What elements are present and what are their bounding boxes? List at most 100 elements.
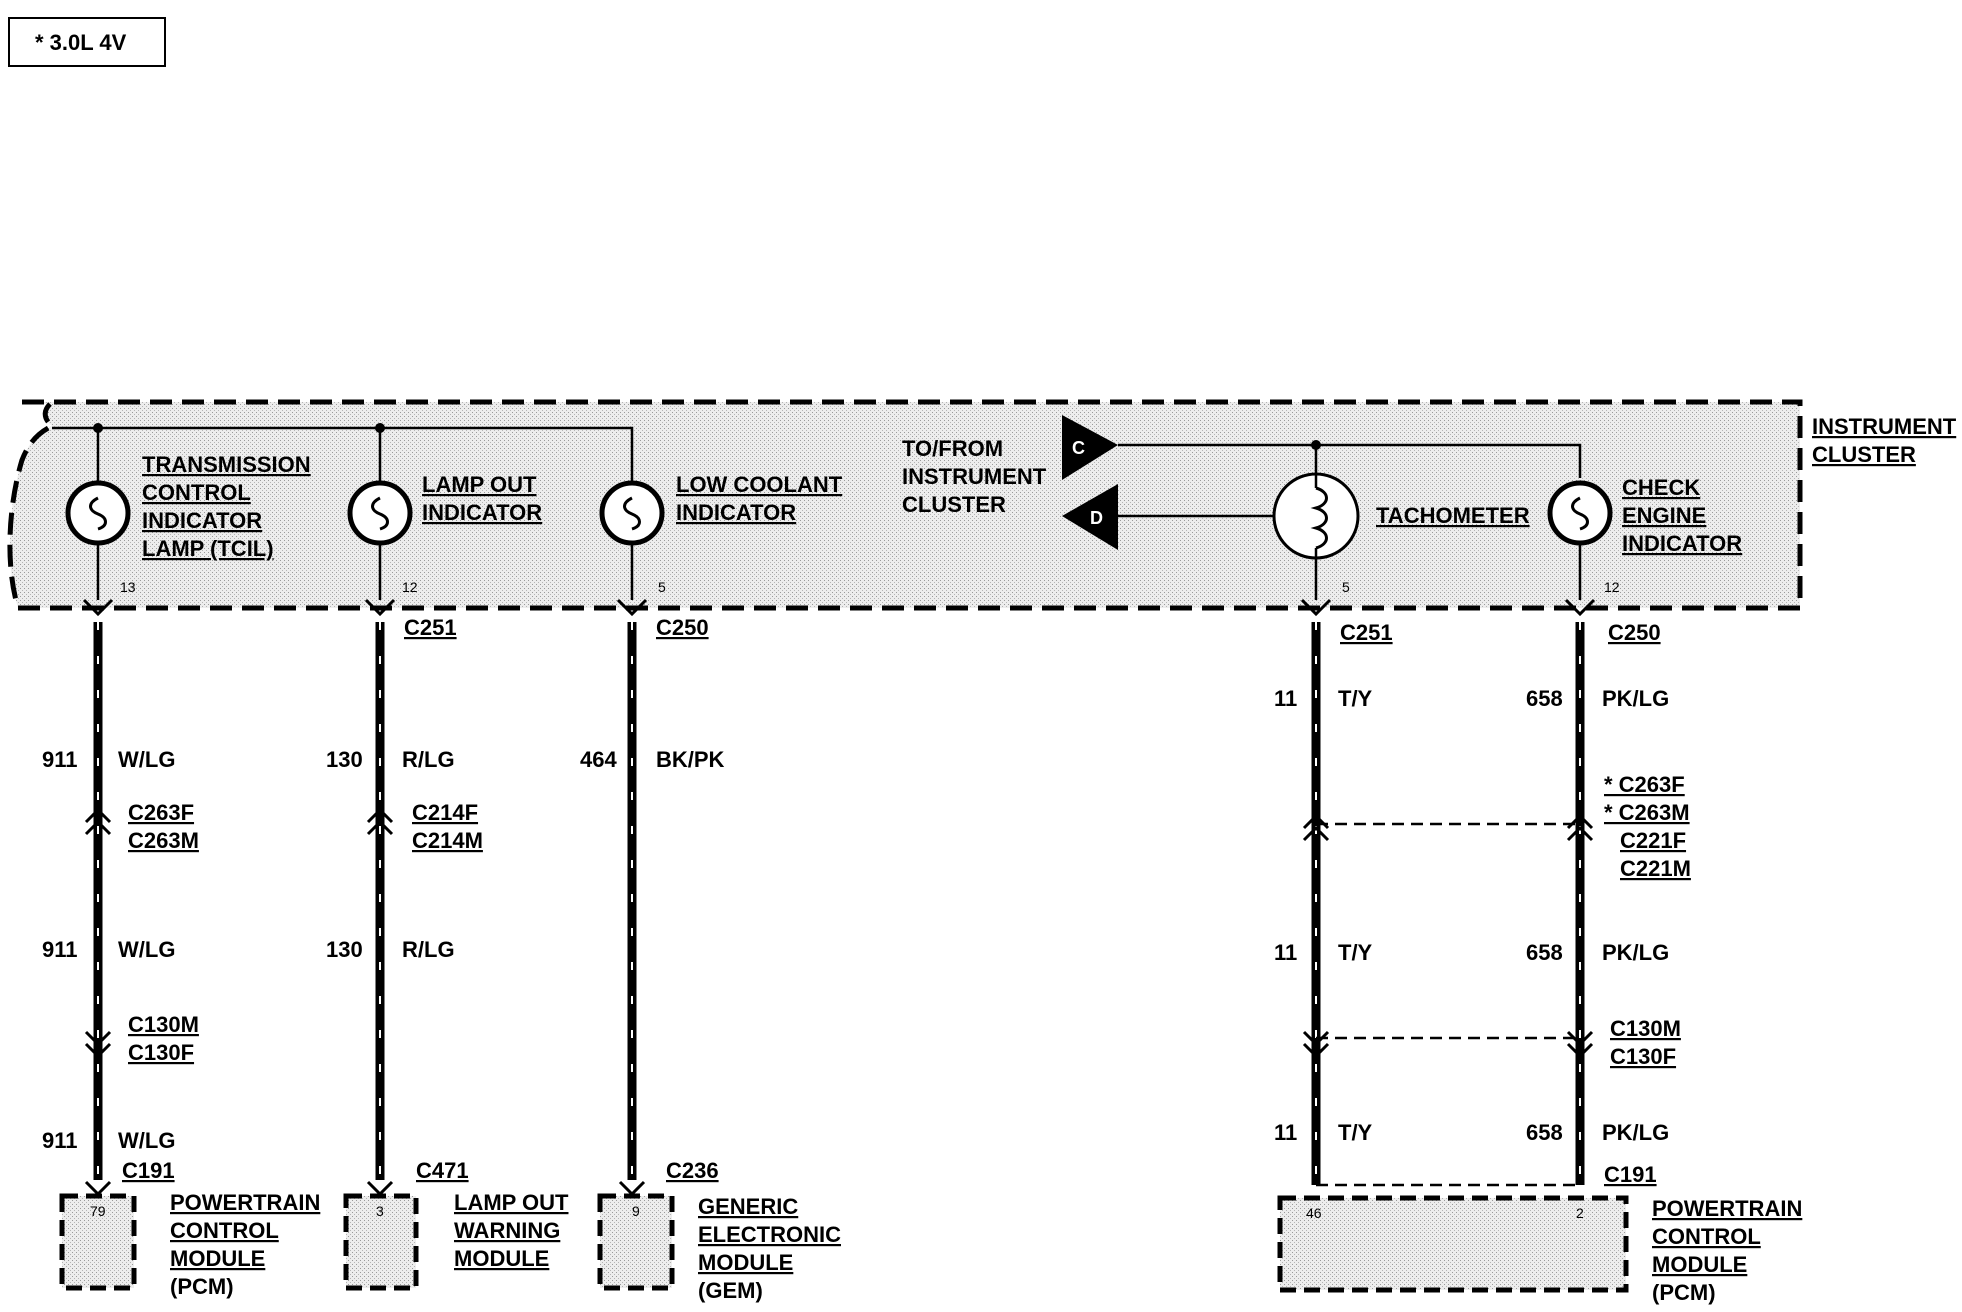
low-coolant-bulb: 5 LOW COOLANT INDICATOR bbox=[599, 472, 843, 617]
tcil-pin: 13 bbox=[120, 579, 136, 595]
wire-911-3-circuit: 911 bbox=[42, 1128, 78, 1153]
wire-911-1-circuit: 911 bbox=[42, 747, 78, 772]
to-from-label-2: INSTRUMENT bbox=[902, 464, 1047, 489]
wire-labels: 911 W/LG 911 W/LG 911 W/LG 130 R/LG 130 … bbox=[42, 686, 1669, 1153]
pcm-b-pin-right: 2 bbox=[1576, 1205, 1584, 1221]
lamp-out-module-label-1: LAMP OUT bbox=[454, 1190, 569, 1215]
flag-d bbox=[1062, 484, 1118, 550]
module-pcm-b: 46 2 POWERTRAIN CONTROL MODULE (PCM) bbox=[1277, 1195, 1802, 1305]
connector-c130m-b: C130M bbox=[1610, 1016, 1681, 1041]
lamp-out-module-pin: 3 bbox=[376, 1203, 384, 1219]
tachometer-pin: 5 bbox=[1342, 579, 1350, 595]
pcm-a-label-1: POWERTRAIN bbox=[170, 1190, 320, 1215]
wire-464-color: BK/PK bbox=[656, 747, 725, 772]
wire-911-2-circuit: 911 bbox=[42, 937, 78, 962]
connector-c130f-b: C130F bbox=[1610, 1044, 1676, 1069]
wire-911-3-color: W/LG bbox=[118, 1128, 175, 1153]
pcm-a-pin: 79 bbox=[90, 1203, 106, 1219]
engine-note: * 3.0L 4V bbox=[8, 17, 166, 67]
connector-c263f-star: * C263F bbox=[1604, 772, 1685, 797]
connector-c251-b: C251 bbox=[1340, 620, 1393, 645]
lamp-out-pin: 12 bbox=[402, 579, 418, 595]
connector-c250-b: C250 bbox=[1608, 620, 1661, 645]
wire-11-2-circuit: 11 bbox=[1274, 940, 1297, 965]
wire-658-1-color: PK/LG bbox=[1602, 686, 1669, 711]
lamp-out-module-label-3: MODULE bbox=[454, 1246, 549, 1271]
connector-c221m: C221M bbox=[1620, 856, 1691, 881]
lamp-out-module-label-2: WARNING bbox=[454, 1218, 560, 1243]
connector-labels: C251 C250 C251 C250 C263F C263M C214F C2… bbox=[122, 615, 1691, 1187]
connector-c263m: C263M bbox=[128, 828, 199, 853]
wire-11-1-color: T/Y bbox=[1338, 686, 1373, 711]
wire-130-2-color: R/LG bbox=[402, 937, 455, 962]
wire-658-3-color: PK/LG bbox=[1602, 1120, 1669, 1145]
instrument-cluster: INSTRUMENT CLUSTER bbox=[7, 399, 1957, 611]
connector-c191-a: C191 bbox=[122, 1158, 175, 1183]
flag-d-text: D bbox=[1090, 508, 1103, 528]
tcil-label-4: LAMP (TCIL) bbox=[142, 536, 274, 561]
pcm-a-label-3: MODULE bbox=[170, 1246, 265, 1271]
tcil-label-1: TRANSMISSION bbox=[142, 452, 311, 477]
wire-11-3-color: T/Y bbox=[1338, 1120, 1373, 1145]
cluster-label-2: CLUSTER bbox=[1812, 442, 1916, 467]
low-coolant-label-2: INDICATOR bbox=[676, 500, 796, 525]
pcm-b-label-1: POWERTRAIN bbox=[1652, 1196, 1802, 1221]
wire-130-1-circuit: 130 bbox=[326, 747, 363, 772]
check-engine-bulb: 12 CHECK ENGINE INDICATOR bbox=[1547, 475, 1742, 617]
tcil-label-3: INDICATOR bbox=[142, 508, 262, 533]
module-lamp-out-warning: 3 LAMP OUT WARNING MODULE bbox=[343, 1180, 569, 1291]
low-coolant-pin: 5 bbox=[658, 579, 666, 595]
check-engine-label-3: INDICATOR bbox=[1622, 531, 1742, 556]
lamp-out-label-1: LAMP OUT bbox=[422, 472, 537, 497]
wire-464-circuit: 464 bbox=[580, 747, 617, 772]
wire-658-3-circuit: 658 bbox=[1526, 1120, 1563, 1145]
gem-label-2: ELECTRONIC bbox=[698, 1222, 841, 1247]
connector-c214f: C214F bbox=[412, 800, 478, 825]
lamp-out-label-2: INDICATOR bbox=[422, 500, 542, 525]
pcm-a-label-2: CONTROL bbox=[170, 1218, 279, 1243]
connector-c130m-a: C130M bbox=[128, 1012, 199, 1037]
wire-658-1-circuit: 658 bbox=[1526, 686, 1563, 711]
gem-label-4: (GEM) bbox=[698, 1278, 763, 1303]
to-from-label-1: TO/FROM bbox=[902, 436, 1003, 461]
engine-note-text: * 3.0L 4V bbox=[35, 30, 127, 55]
tcil-label-2: CONTROL bbox=[142, 480, 251, 505]
cluster-label-1: INSTRUMENT bbox=[1812, 414, 1957, 439]
connector-c250-a: C250 bbox=[656, 615, 709, 640]
gem-label-1: GENERIC bbox=[698, 1194, 798, 1219]
pcm-b-label-2: CONTROL bbox=[1652, 1224, 1761, 1249]
wire-11-3-circuit: 11 bbox=[1274, 1120, 1297, 1145]
harness-wires bbox=[93, 622, 1585, 1185]
connector-c221f: C221F bbox=[1620, 828, 1686, 853]
pcm-b-label-4: (PCM) bbox=[1652, 1280, 1716, 1305]
wire-658-2-color: PK/LG bbox=[1602, 940, 1669, 965]
check-engine-label-2: ENGINE bbox=[1622, 503, 1706, 528]
lamp-out-bulb: 12 LAMP OUT INDICATOR bbox=[347, 472, 542, 617]
inline-connectors bbox=[84, 807, 1594, 1187]
connector-c191-b: C191 bbox=[1604, 1162, 1657, 1187]
connector-c263m-star: * C263M bbox=[1604, 800, 1690, 825]
check-engine-label-1: CHECK bbox=[1622, 475, 1700, 500]
pcm-a-label-4: (PCM) bbox=[170, 1274, 234, 1299]
connector-c251-a: C251 bbox=[404, 615, 457, 640]
flag-c bbox=[1062, 415, 1118, 480]
pcm-b-pin-left: 46 bbox=[1306, 1205, 1322, 1221]
wire-911-2-color: W/LG bbox=[118, 937, 175, 962]
wire-130-1-color: R/LG bbox=[402, 747, 455, 772]
module-pcm-a: 79 POWERTRAIN CONTROL MODULE (PCM) bbox=[59, 1180, 320, 1299]
pcm-b-label-3: MODULE bbox=[1652, 1252, 1747, 1277]
wire-911-1-color: W/LG bbox=[118, 747, 175, 772]
wire-658-2-circuit: 658 bbox=[1526, 940, 1563, 965]
connector-c130f-a: C130F bbox=[128, 1040, 194, 1065]
module-gem: 9 GENERIC ELECTRONIC MODULE (GEM) bbox=[597, 1180, 841, 1303]
wire-11-1-circuit: 11 bbox=[1274, 686, 1297, 711]
connector-c471: C471 bbox=[416, 1158, 469, 1183]
connector-c263f: C263F bbox=[128, 800, 194, 825]
connector-c214m: C214M bbox=[412, 828, 483, 853]
to-from-cluster: TO/FROM INSTRUMENT CLUSTER C D bbox=[902, 415, 1582, 550]
check-engine-pin: 12 bbox=[1604, 579, 1620, 595]
flag-c-text: C bbox=[1072, 438, 1085, 458]
connector-c236: C236 bbox=[666, 1158, 719, 1183]
wire-130-2-circuit: 130 bbox=[326, 937, 363, 962]
